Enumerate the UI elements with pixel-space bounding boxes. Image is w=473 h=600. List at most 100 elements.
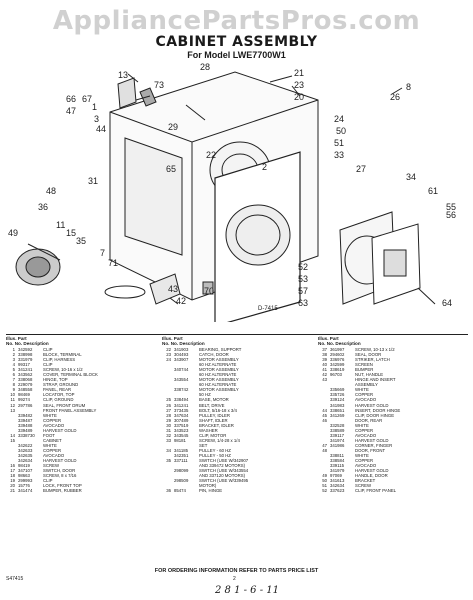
callout-53: 53 (298, 274, 308, 284)
part-number: 342634 (18, 458, 33, 464)
item-number: 42 (322, 372, 327, 378)
part-description: SWITCH (USE W/339495 (199, 478, 249, 484)
item-number: 41 (322, 367, 327, 373)
part-number: 347634 (174, 412, 189, 418)
part-description: HARVEST GOLD (43, 458, 77, 464)
part-number: 337111 (174, 458, 188, 464)
part-description: HINGE, TOP (43, 377, 68, 383)
item-number: 5 (12, 367, 15, 373)
part-number: 343562 (18, 372, 33, 378)
item-number: 3 (12, 357, 15, 363)
part-description: SCREW (43, 463, 59, 469)
part-description: ASSEMBLY (355, 382, 378, 388)
callout-55: 55 (446, 202, 456, 212)
part-number: 338494 (174, 397, 189, 403)
part-number: 338651 (330, 407, 345, 413)
part-number: 338811 (330, 452, 345, 458)
part-number: 341979 (330, 468, 345, 474)
part-description: PULLEY, IDLER (199, 412, 230, 418)
callout-61: 61 (428, 186, 438, 196)
part-number: 341986 (330, 442, 345, 448)
item-number: 48 (322, 447, 327, 453)
item-number: 36 (166, 488, 171, 494)
item-number: 50 (322, 478, 327, 484)
part-description: BASE, MOTOR (199, 397, 229, 403)
item-number: 19 (10, 478, 15, 484)
callout-65: 65 (166, 164, 176, 174)
callout-44: 44 (96, 124, 106, 134)
callout-24: 24 (334, 114, 344, 124)
callout-64: 64 (442, 298, 452, 308)
part-number: 341185 (174, 447, 189, 453)
callout-21: 21 (294, 68, 304, 78)
part-description: SEAL, FRONT DRUM (43, 402, 86, 408)
part-description: BRACKET (355, 478, 376, 484)
part-number: 341241 (18, 367, 33, 373)
item-number: 7 (12, 377, 15, 383)
belt-drawing (104, 285, 146, 299)
part-number: 343907 (174, 357, 189, 363)
part-number: 335669 (330, 387, 345, 393)
callout-27: 27 (356, 164, 366, 174)
item-number: 32 (166, 432, 171, 438)
part-number: 341974 (330, 437, 345, 443)
part-number: 341474 (18, 488, 33, 494)
item-number: 2 (12, 352, 15, 358)
part-description: DOOR, REAR (355, 417, 383, 423)
part-description: BOLT, 5/16-18 x 3/4 (199, 407, 237, 413)
part-number: 99274 (18, 397, 30, 403)
part-number: 331979 (18, 357, 33, 363)
part-description: STRAP, GROUND (43, 382, 79, 388)
part-number: 98419 (18, 463, 30, 469)
part-description: BLOCK, TERMINAL (43, 352, 82, 358)
callout-70: 70 (204, 286, 214, 296)
part-description: FRONT PANEL ASSEMBLY (43, 407, 97, 413)
page-id: S47415 (6, 576, 24, 582)
part-description: SCREW, 1/4-28 x 1/4 (199, 437, 240, 443)
part-description: BEARING, SUPPORT (199, 347, 242, 352)
item-number: 52 (322, 488, 327, 494)
part-description: AND 339472 MOTORS) (199, 463, 246, 469)
item-number: 8 (12, 382, 15, 388)
item-number: 43 (322, 377, 327, 383)
item-number: 23 (166, 352, 171, 358)
item-number: 10 (10, 392, 15, 398)
part-description: CLIP, DOOR HINGE (355, 412, 395, 418)
part-description: COPPER (355, 427, 374, 433)
part-description: COPPER (355, 458, 374, 464)
part-number: 96703 (330, 372, 342, 378)
part-number: 341241 (174, 402, 189, 408)
item-number: 4 (12, 362, 15, 368)
part-number: 342633 (18, 447, 33, 453)
part-number: 341903 (174, 347, 189, 352)
part-number: 98181 (174, 437, 186, 443)
item-number: 22 (166, 347, 171, 352)
page-subtitle: For Model LWE7700W1 (187, 50, 286, 60)
item-number: 18 (10, 473, 15, 479)
